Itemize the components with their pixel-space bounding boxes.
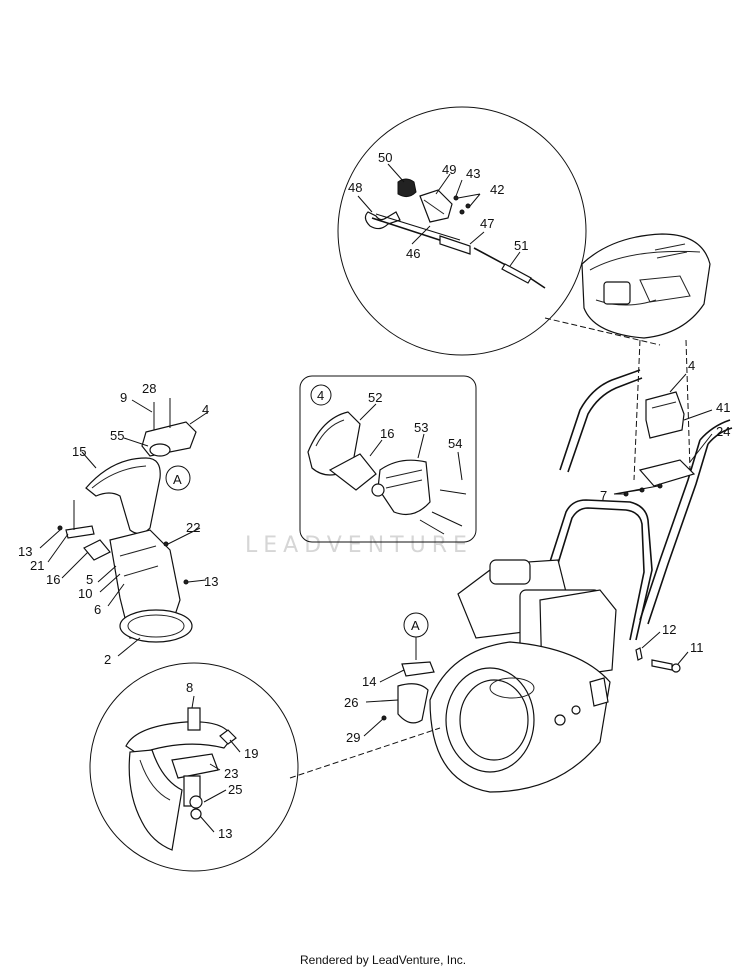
label-52: 52 — [368, 390, 382, 405]
label-25: 25 — [228, 782, 242, 797]
callout-a-chute: A — [173, 472, 182, 487]
engine-housing — [429, 559, 617, 793]
label-19: 19 — [244, 746, 258, 761]
dash-panel — [581, 233, 711, 339]
label-29: 29 — [346, 730, 360, 745]
label-53: 53 — [414, 420, 428, 435]
detail-circle-bottom — [89, 662, 299, 872]
chute-base-bracket — [363, 612, 435, 737]
label-54: 54 — [448, 436, 462, 451]
detail-leader-bottom — [289, 727, 441, 779]
label-11: 11 — [690, 640, 704, 655]
handle-frame — [547, 339, 733, 641]
label-28: 28 — [142, 381, 156, 396]
bolts-12-11 — [635, 631, 689, 673]
label-6: 6 — [94, 602, 101, 617]
label-16-chute: 16 — [46, 572, 60, 587]
label-5: 5 — [86, 572, 93, 587]
label-42: 42 — [490, 182, 504, 197]
shift-bracket — [613, 373, 713, 497]
label-13-c: 13 — [218, 826, 232, 841]
chute-assembly — [39, 398, 209, 657]
label-51: 51 — [514, 238, 528, 253]
label-7: 7 — [600, 488, 607, 503]
label-13-b: 13 — [204, 574, 218, 589]
label-15: 15 — [72, 444, 86, 459]
detail-leader-top — [544, 317, 661, 346]
label-4-chute: 4 — [202, 402, 209, 417]
label-9: 9 — [120, 390, 127, 405]
label-24: 24 — [716, 424, 730, 439]
label-8: 8 — [186, 680, 193, 695]
label-47: 47 — [480, 216, 494, 231]
label-41: 41 — [716, 400, 730, 415]
label-12: 12 — [662, 622, 676, 637]
label-16-inset: 16 — [380, 426, 394, 441]
label-10: 10 — [78, 586, 92, 601]
label-46: 46 — [406, 246, 420, 261]
label-14: 14 — [362, 674, 376, 689]
label-50: 50 — [378, 150, 392, 165]
inset-label-4: 4 — [317, 388, 324, 403]
label-48: 48 — [348, 180, 362, 195]
label-49: 49 — [442, 162, 456, 177]
label-55: 55 — [110, 428, 124, 443]
detail-circle-top — [337, 106, 587, 356]
watermark: LEADVENTURE — [245, 533, 473, 558]
label-13-a: 13 — [18, 544, 32, 559]
label-43: 43 — [466, 166, 480, 181]
label-23: 23 — [224, 766, 238, 781]
label-26: 26 — [344, 695, 358, 710]
label-2: 2 — [104, 652, 111, 667]
callout-a-bracket: A — [411, 618, 420, 633]
inset-panel-4 — [299, 375, 477, 543]
label-22: 22 — [186, 520, 200, 535]
label-4-bracket: 4 — [688, 358, 695, 373]
label-21: 21 — [30, 558, 44, 573]
footer-credit: Rendered by LeadVenture, Inc. — [300, 953, 466, 967]
